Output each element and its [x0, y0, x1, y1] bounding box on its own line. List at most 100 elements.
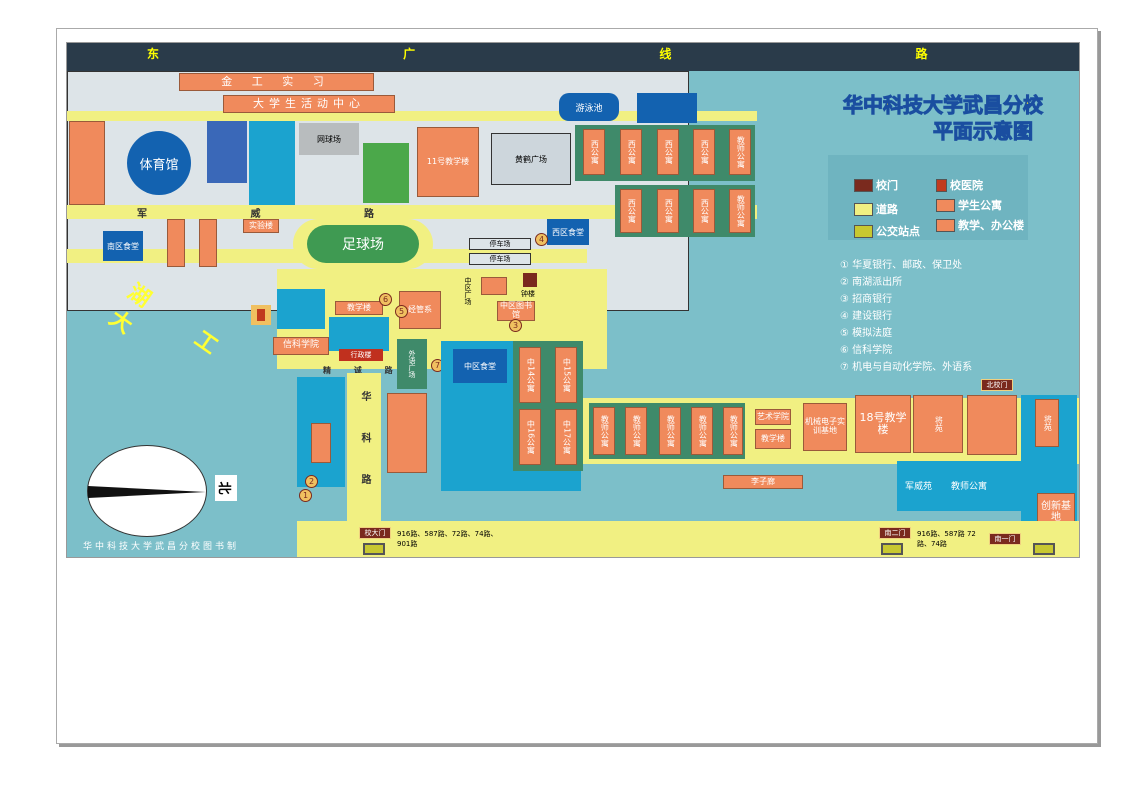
jingguan-department[interactable]: 经管系: [399, 291, 441, 329]
marker-2[interactable]: 2: [305, 475, 318, 488]
jiangyuan-2[interactable]: 将苑: [1035, 399, 1059, 447]
parking-lot[interactable]: 停车场: [469, 253, 531, 265]
mechanical-training-base[interactable]: 机械电子实训基地: [803, 403, 847, 451]
gate-swatch-icon: [854, 178, 873, 192]
compass-icon: [87, 445, 207, 537]
dorm[interactable]: 西公寓: [657, 189, 679, 233]
marker-6[interactable]: 6: [379, 293, 392, 306]
dorm[interactable]: [199, 219, 217, 267]
hospital-swatch-icon: [936, 178, 947, 192]
experiment-building[interactable]: 实验楼: [243, 219, 279, 233]
art-center[interactable]: [481, 277, 507, 295]
library[interactable]: 中区图书馆: [497, 301, 535, 321]
dorm-teacher[interactable]: 教师公寓: [593, 407, 615, 455]
dorm[interactable]: [167, 219, 185, 267]
bus-stop-south1[interactable]: [1033, 543, 1055, 555]
north-gate[interactable]: 北校门: [981, 379, 1013, 391]
dorm-teacher[interactable]: 教师公寓: [729, 129, 751, 175]
road: [67, 111, 757, 121]
south-canteen[interactable]: 南区食堂: [103, 231, 143, 261]
apartment-swatch-icon: [936, 198, 955, 212]
main-gate[interactable]: 校大门: [359, 527, 391, 539]
marker-4[interactable]: 4: [535, 233, 548, 246]
road-junwei: [67, 205, 757, 219]
art-college[interactable]: 艺术学院: [755, 409, 791, 425]
road-swatch-icon: [854, 202, 873, 216]
bus-stop-main[interactable]: [363, 543, 385, 555]
dorm[interactable]: 西公寓: [657, 129, 679, 175]
pool-area: [207, 121, 247, 183]
building-activity-center[interactable]: 大学生活动中心: [223, 95, 395, 113]
building-teach-11[interactable]: 11号教学楼: [417, 127, 479, 197]
dorm-teacher[interactable]: 教师公寓: [691, 407, 713, 455]
dorm-teacher[interactable]: 教师公寓: [729, 189, 751, 233]
note-1: ① 华夏银行、邮政、保卫处: [840, 260, 963, 271]
south-gate-2[interactable]: 南二门: [879, 527, 911, 539]
legend-gate: 校门: [854, 177, 898, 193]
building[interactable]: [69, 121, 105, 205]
legend-student-apartment: 学生公寓: [936, 197, 1002, 213]
xinke-college[interactable]: 信科学院: [273, 337, 329, 355]
water-se: [897, 461, 1021, 511]
bus-routes-main: 916路、587路、72路、74路、901路: [397, 530, 498, 548]
gym[interactable]: 体育馆: [127, 131, 191, 195]
dorm-teacher[interactable]: 教师公寓: [625, 407, 647, 455]
dorm[interactable]: 西公寓: [693, 189, 715, 233]
dorm[interactable]: 西公寓: [620, 129, 642, 175]
football-field[interactable]: 足球场: [307, 225, 419, 263]
mid-canteen[interactable]: 中区食堂: [453, 349, 507, 383]
dorm-m17[interactable]: 中17公寓: [555, 409, 577, 465]
road-label-top: 东 广 线 路: [147, 47, 1048, 61]
building[interactable]: [311, 423, 331, 463]
road-huake: [347, 373, 381, 523]
legend-teaching: 教学、办公楼: [936, 217, 1024, 233]
dorm[interactable]: 西公寓: [693, 129, 715, 175]
teaching-building[interactable]: 教学楼: [335, 301, 383, 315]
marker-7[interactable]: 7: [431, 359, 444, 372]
lizi-corridor[interactable]: 李子廊: [723, 475, 803, 489]
note-4: ④ 建设银行: [840, 311, 893, 322]
teaching-building-2[interactable]: 教学楼: [755, 429, 791, 449]
note-7: ⑦ 机电与自动化学院、外语系: [840, 362, 973, 373]
road-label-huake: 华 科 路: [359, 391, 370, 498]
railway: [67, 43, 1079, 71]
campus-map[interactable]: 东 广 线 路 军 威 路 金 工 实 习 大学生活动中心 体育馆 网球场 11…: [66, 42, 1080, 558]
tennis-court[interactable]: 网球场: [299, 123, 359, 155]
marker-5[interactable]: 5: [395, 305, 408, 318]
north-label: 北: [215, 475, 237, 501]
bus-stop-south2[interactable]: [881, 543, 903, 555]
legend-hospital: 校医院: [936, 177, 983, 193]
dorm-teacher[interactable]: 教师公寓: [659, 407, 681, 455]
bus-routes-south2: 916路、587路 72路、74路: [917, 530, 976, 548]
south-gate-1[interactable]: 南一门: [989, 533, 1021, 545]
waiyu-square[interactable]: 外语广场: [397, 339, 427, 389]
marker-3[interactable]: 3: [509, 319, 522, 332]
teaching-building-18[interactable]: 18号教学楼: [855, 395, 911, 453]
swimming-pool[interactable]: 游泳池: [559, 93, 619, 121]
dorm[interactable]: 西公寓: [620, 189, 642, 233]
marker-1[interactable]: 1: [299, 489, 312, 502]
dorm-m14[interactable]: 中14公寓: [519, 347, 541, 403]
note-3: ③ 招商银行: [840, 294, 893, 305]
junwei-yuan[interactable]: 军威苑: [905, 482, 933, 492]
building-jingong[interactable]: 金 工 实 习: [179, 73, 374, 91]
sports-field: [363, 143, 409, 203]
admin-building[interactable]: 行政楼: [339, 349, 383, 361]
building[interactable]: [967, 395, 1017, 455]
huanghe-square[interactable]: 黄鹤广场: [491, 133, 571, 185]
dorm-teacher[interactable]: 教师公寓: [723, 407, 743, 455]
bus-swatch-icon: [854, 224, 873, 238]
west-canteen[interactable]: 西区食堂: [547, 219, 589, 245]
dorm-m16[interactable]: 中16公寓: [519, 409, 541, 465]
clock-tower-icon: [523, 273, 537, 287]
teaching-swatch-icon: [936, 218, 955, 232]
dorm-m15[interactable]: 中15公寓: [555, 347, 577, 403]
dorm[interactable]: 西公寓: [583, 129, 605, 175]
courts: [249, 121, 295, 205]
hospital-icon[interactable]: [251, 305, 271, 325]
training-center[interactable]: [387, 393, 427, 473]
teacher-apartment[interactable]: 教师公寓: [951, 482, 988, 492]
jiangyuan-1[interactable]: 将苑: [913, 395, 963, 453]
south-road: [297, 521, 1079, 557]
parking-lot[interactable]: 停车场: [469, 238, 531, 250]
